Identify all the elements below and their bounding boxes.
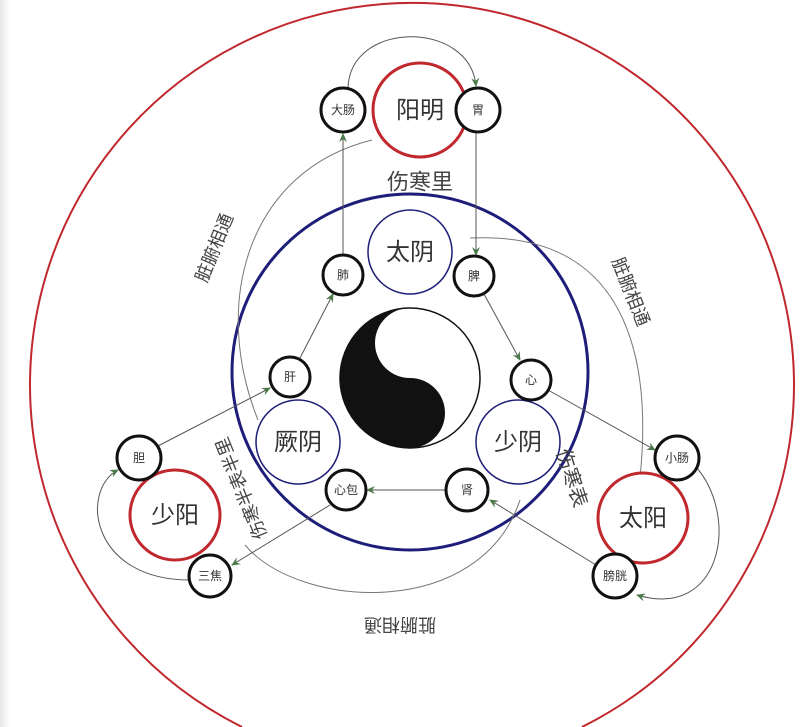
organ-small-intestine[interactable]: 小肠 <box>653 434 701 482</box>
arrow-gallbladder-to-liver <box>157 387 271 447</box>
channel-shaoyin[interactable]: 少阴 <box>475 399 561 485</box>
organ-kidney[interactable]: 肾 <box>444 467 490 513</box>
label-exterior: 伤寒表 <box>551 446 592 510</box>
organ-gallbladder[interactable]: 胆 <box>115 434 163 482</box>
channel-label: 少阴 <box>494 428 542 456</box>
channel-label: 阳明 <box>396 96 444 124</box>
organ-label: 胃 <box>472 103 484 117</box>
channel-jueyin[interactable]: 厥阴 <box>255 399 341 485</box>
organ-large-intestine[interactable]: 大肠 <box>319 86 367 134</box>
channel-taiyang[interactable]: 太阳 <box>596 471 690 565</box>
organ-label: 大肠 <box>331 103 355 117</box>
arrow-small-intestine-to-bladder <box>636 467 720 602</box>
organ-label: 心包 <box>334 483 358 497</box>
organ-bladder[interactable]: 膀胱 <box>591 552 639 600</box>
organ-sanjiao[interactable]: 三焦 <box>187 553 233 599</box>
arrow-spleen-to-heart <box>483 293 521 361</box>
organ-label: 膀胱 <box>603 568 627 583</box>
arrow-heart-to-small-intestine <box>547 389 656 451</box>
channel-taiyin[interactable]: 太阴 <box>367 209 453 295</box>
yin-yang-icon <box>339 307 481 449</box>
organ-spleen[interactable]: 脾 <box>452 254 496 298</box>
organ-label: 肺 <box>337 268 349 282</box>
organ-label: 胆 <box>133 451 145 465</box>
organ-label: 肾 <box>461 483 473 497</box>
label-link-right: 脏腑相通 <box>607 255 653 330</box>
label-interior: 伤寒里 <box>387 171 453 196</box>
channel-label: 太阴 <box>386 238 434 266</box>
organ-stomach[interactable]: 胃 <box>454 86 502 134</box>
organ-label: 心 <box>525 373 537 387</box>
organ-label: 三焦 <box>198 569 222 583</box>
link-arc-bottom <box>244 499 521 594</box>
outer-ring <box>29 1 795 727</box>
inner-ring <box>230 192 590 552</box>
organ-heart[interactable]: 心 <box>509 358 553 402</box>
organ-lung[interactable]: 肺 <box>321 253 365 297</box>
left-edge-shadow <box>0 0 10 727</box>
link-arc-left <box>237 139 373 421</box>
channel-shaoyang[interactable]: 少阳 <box>128 468 222 562</box>
organ-pericardium[interactable]: 心包 <box>324 468 368 512</box>
arrow-pericardium-to-sanjiao <box>231 504 331 566</box>
channel-label: 厥阴 <box>274 428 322 456</box>
organ-label: 肝 <box>284 370 296 384</box>
arrow-sanjiao-to-gallbladder <box>97 469 191 581</box>
arrow-large-intestine-to-stomach <box>347 36 480 89</box>
arrow-bladder-to-kidney <box>489 499 597 566</box>
organ-label: 脾 <box>468 268 480 283</box>
label-link-bottom: 脏腑相通 <box>364 614 436 635</box>
channel-label: 太阳 <box>619 504 667 532</box>
channel-yangming[interactable]: 阳明 <box>371 61 469 159</box>
label-link-left: 脏腑相通 <box>192 211 238 286</box>
link-arc-right <box>469 237 644 479</box>
channel-label: 少阳 <box>151 501 199 529</box>
arrow-liver-to-lung <box>299 293 334 359</box>
organ-liver[interactable]: 肝 <box>268 355 312 399</box>
organ-label: 小肠 <box>665 451 689 465</box>
